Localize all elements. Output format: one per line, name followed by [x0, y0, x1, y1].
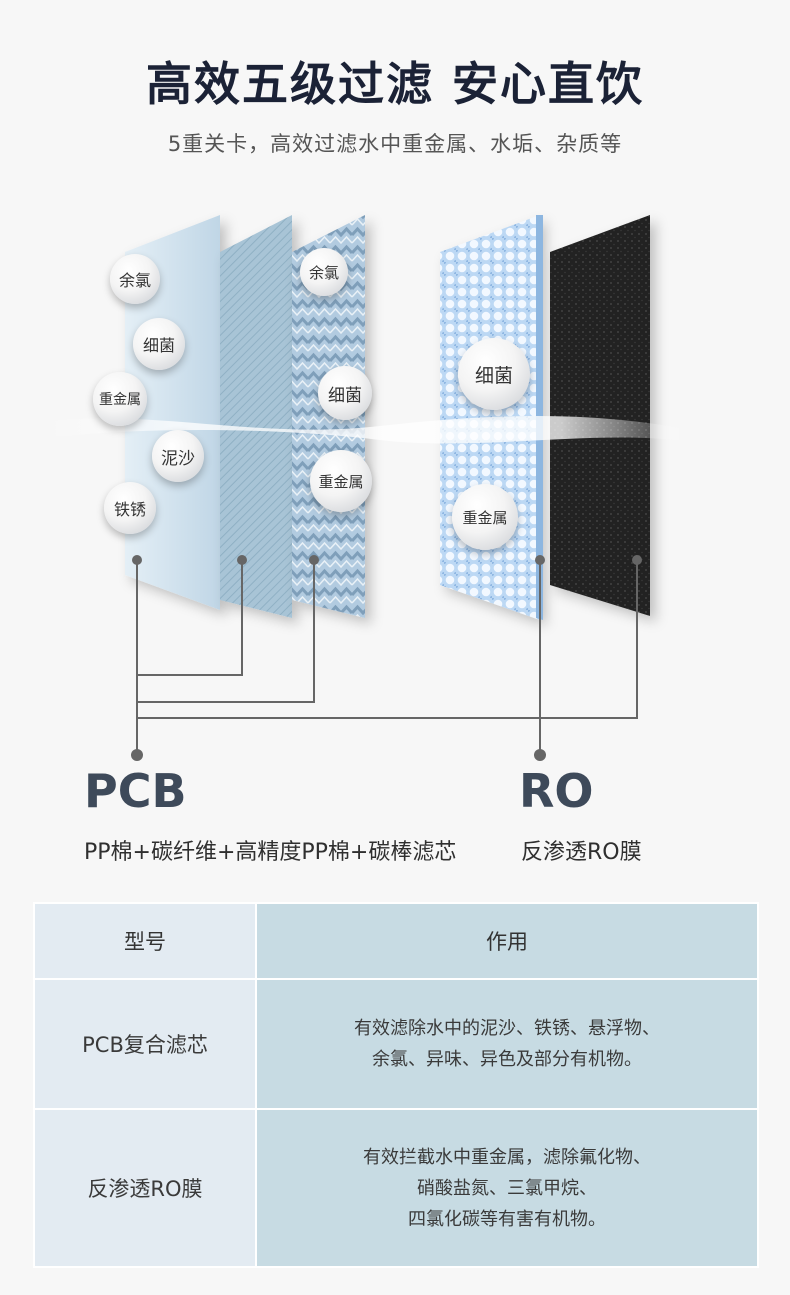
effect-line: 余氯、异味、异色及部分有机物。 [372, 1049, 642, 1070]
group-desc-pcb: PP棉+碳纤维+高精度PP棉+碳棒滤芯 [84, 840, 457, 865]
page-subtitle: 5重关卡，高效过滤水中重金属、水垢、杂质等 [167, 132, 623, 156]
bubble-heavy-metal: 重金属 [310, 450, 372, 512]
bubble-silt: 泥沙 [152, 430, 204, 482]
column-header-effect: 作用 [255, 902, 759, 980]
page-title: 高效五级过滤 安心直饮 [145, 57, 644, 111]
bubble-heavy-metal: 重金属 [452, 484, 518, 550]
filter-layers-diagram: 余氯 细菌 重金属 泥沙 铁锈 余氯 细菌 重金属 细菌 重金属 PCB RO [0, 190, 790, 818]
group-code-pcb: PCB [84, 764, 187, 818]
bubble-bacteria: 细菌 [458, 338, 530, 410]
bubble-residual-chlorine: 余氯 [300, 248, 348, 296]
column-header-model: 型号 [33, 902, 257, 980]
group-desc-ro: 反渗透RO膜 [521, 840, 642, 865]
precision-pp-layer [292, 215, 365, 618]
connector-lines [136, 560, 638, 750]
table-cell-model: 反渗透RO膜 [33, 1108, 257, 1268]
carbon-rod-layer [550, 215, 650, 616]
table-row: PCB复合滤芯 有效滤除水中的泥沙、铁锈、悬浮物、 余氯、异味、异色及部分有机物… [33, 978, 759, 1110]
table-cell-effect: 有效滤除水中的泥沙、铁锈、悬浮物、 余氯、异味、异色及部分有机物。 [255, 978, 759, 1110]
filter-spec-table: 型号 作用 PCB复合滤芯 有效滤除水中的泥沙、铁锈、悬浮物、 余氯、异味、异色… [33, 902, 759, 1268]
water-stream [45, 415, 690, 444]
bubble-rust: 铁锈 [104, 482, 156, 534]
bubble-bacteria: 细菌 [318, 366, 372, 420]
effect-line: 四氯化碳等有害有机物。 [408, 1208, 606, 1230]
effect-line: 有效拦截水中重金属，滤除氟化物、 [363, 1146, 651, 1168]
effect-line: 硝酸盐氮、三氯甲烷、 [417, 1177, 597, 1199]
table-row: 反渗透RO膜 有效拦截水中重金属，滤除氟化物、 硝酸盐氮、三氯甲烷、 四氯化碳等… [33, 1108, 759, 1268]
table-header-row: 型号 作用 [33, 902, 759, 980]
carbon-fiber-layer [220, 215, 292, 618]
bubble-residual-chlorine: 余氯 [110, 254, 160, 304]
group-code-ro: RO [519, 764, 594, 818]
bubble-heavy-metal: 重金属 [93, 372, 147, 426]
table-cell-effect: 有效拦截水中重金属，滤除氟化物、 硝酸盐氮、三氯甲烷、 四氯化碳等有害有机物。 [255, 1108, 759, 1268]
table-cell-model: PCB复合滤芯 [33, 978, 257, 1110]
bubble-bacteria: 细菌 [133, 318, 185, 370]
effect-line: 有效滤除水中的泥沙、铁锈、悬浮物、 [354, 1018, 660, 1039]
